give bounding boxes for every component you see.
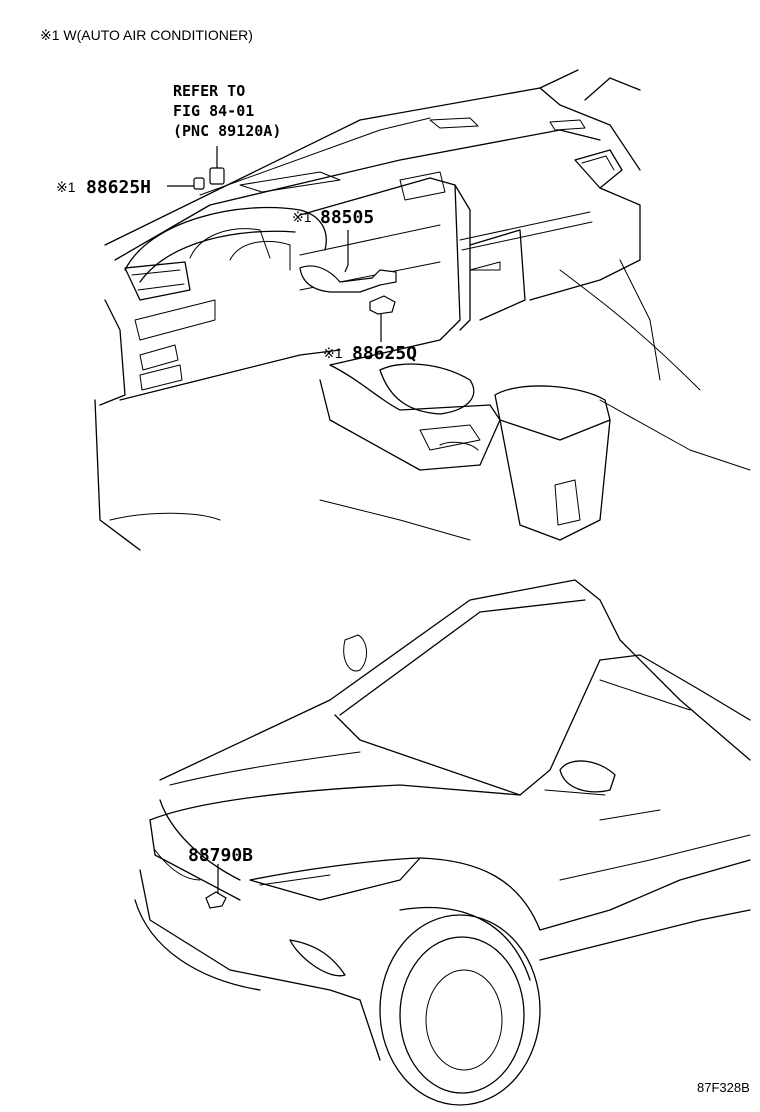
reference-line-1: REFER TO	[173, 82, 245, 100]
callout-88625q[interactable]: ※1 88625Q	[323, 343, 417, 364]
part-88625q-shape	[369, 295, 396, 315]
part-88625h-shape	[193, 177, 205, 190]
callout-88790b-part[interactable]: 88790B	[188, 845, 253, 866]
callout-88625h[interactable]: ※1 88625H	[56, 177, 151, 198]
callout-88505[interactable]: ※1 88505	[292, 207, 374, 228]
figure-code: 87F328B	[697, 1080, 750, 1095]
part-89120a-sensor-shape	[209, 167, 225, 185]
callout-88625q-mark: ※1	[323, 345, 343, 361]
part-88790b-shape	[205, 891, 227, 909]
callout-88625h-mark: ※1	[56, 179, 76, 195]
dashboard-illustration	[94, 69, 751, 551]
header-note: ※1 W(AUTO AIR CONDITIONER)	[40, 27, 253, 43]
reference-line-2: FIG 84-01	[173, 102, 254, 120]
callout-88790b[interactable]: 88790B	[188, 845, 253, 866]
part-88505-shape	[299, 265, 397, 293]
callout-88625h-part[interactable]: 88625H	[86, 177, 151, 198]
callout-88505-mark: ※1	[292, 209, 312, 225]
callout-88625q-part[interactable]: 88625Q	[352, 343, 417, 364]
callout-88505-part[interactable]: 88505	[320, 207, 374, 228]
vehicle-illustration	[134, 579, 751, 1106]
reference-line-3: (PNC 89120A)	[173, 122, 281, 140]
leader-lines-top	[167, 146, 382, 342]
reference-block: REFER TO FIG 84-01 (PNC 89120A)	[173, 82, 281, 140]
